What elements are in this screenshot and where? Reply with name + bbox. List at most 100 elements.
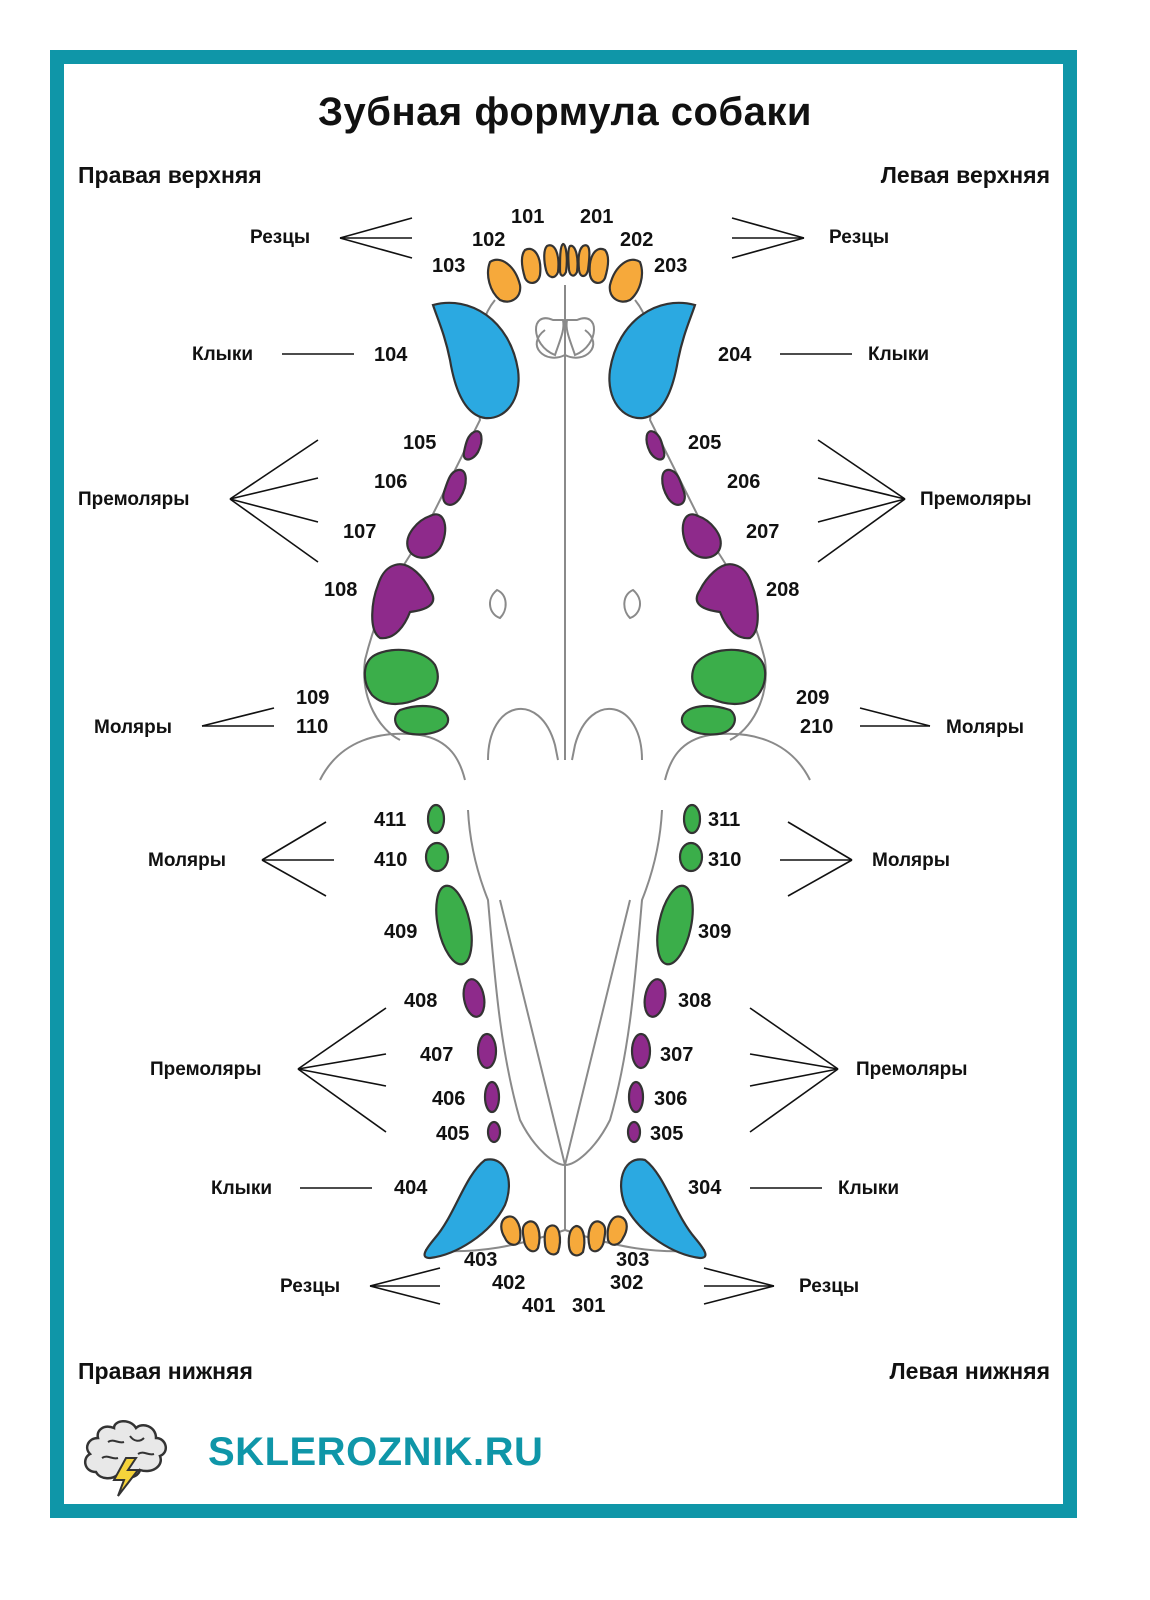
tooth-204 [608,301,697,420]
tooth-309 [656,884,694,966]
num-110: 110 [296,716,328,738]
num-210: 210 [800,716,833,738]
quadrant-lower-right: Правая нижняя [78,1358,253,1384]
label-lower-left-canines: Клыки [838,1178,899,1199]
lower-teeth [423,803,707,1260]
tooth-302 [587,1220,607,1253]
label-upper-left-incisors: Резцы [829,227,889,248]
label-upper-left-premolars: Премоляры [920,489,1032,510]
label-upper-left-canines: Клыки [868,344,929,365]
num-202: 202 [620,229,653,251]
num-404: 404 [394,1177,428,1199]
num-109: 109 [296,687,329,709]
num-302: 302 [610,1272,643,1294]
tooth-407 [476,1032,498,1070]
num-405: 405 [436,1123,469,1145]
tooth-311 [682,803,702,835]
num-311: 311 [708,809,740,831]
num-205: 205 [688,432,721,454]
num-106: 106 [374,471,407,493]
num-401: 401 [522,1295,555,1317]
num-308: 308 [678,990,711,1012]
num-402: 402 [492,1272,525,1294]
label-lower-right-premolars: Премоляры [150,1059,262,1080]
tooth-402 [521,1220,541,1253]
label-lower-right-incisors: Резцы [280,1276,340,1297]
num-208: 208 [766,579,799,601]
num-104: 104 [374,344,408,366]
num-103: 103 [432,255,465,277]
tooth-410 [424,841,450,873]
tooth-403 [500,1215,522,1246]
label-lower-left-incisors: Резцы [799,1276,859,1297]
label-lower-right-molars: Моляры [148,850,226,871]
num-102: 102 [472,229,505,251]
num-307: 307 [660,1044,693,1066]
pointer-lines [201,217,931,1305]
tooth-109 [363,648,439,706]
tooth-110 [394,704,450,736]
num-204: 204 [718,344,752,366]
num-101: 101 [511,206,544,228]
tooth-210 [680,704,736,736]
page-title: Зубная формула собаки [318,90,812,134]
label-upper-right-canines: Клыки [192,344,253,365]
quadrant-lower-left: Левая нижняя [889,1358,1050,1384]
tooth-102 [520,247,542,284]
num-411: 411 [374,809,406,831]
num-207: 207 [746,521,779,543]
num-305: 305 [650,1123,683,1145]
tooth-205 [645,430,666,461]
tooth-404 [423,1158,510,1260]
page-frame [50,50,1077,1518]
lower-jaw-outline [424,809,706,1253]
tooth-406 [483,1080,501,1114]
tooth-401 [543,1224,561,1256]
tooth-207 [681,513,722,559]
num-306: 306 [654,1088,687,1110]
num-108: 108 [324,579,357,601]
tooth-305 [626,1120,642,1144]
num-107: 107 [343,521,376,543]
num-409: 409 [384,921,417,943]
tooth-310 [678,841,704,873]
num-403: 403 [464,1249,497,1271]
num-406: 406 [432,1088,465,1110]
num-304: 304 [688,1177,722,1199]
label-lower-left-molars: Моляры [872,850,950,871]
label-lower-left-premolars: Премоляры [856,1059,968,1080]
tooth-306 [627,1080,645,1114]
tooth-405 [486,1120,502,1144]
tooth-106 [442,468,467,506]
tooth-409 [435,884,473,966]
tooth-208 [695,563,759,640]
tooth-101a [543,244,560,279]
tooth-103 [486,258,522,303]
tooth-203 [608,258,644,303]
num-310: 310 [708,849,741,871]
upper-teeth [363,242,767,736]
num-301: 301 [572,1295,605,1317]
tooth-202 [588,247,610,284]
num-209: 209 [796,687,829,709]
tooth-308 [643,978,667,1018]
quadrant-upper-right: Правая верхняя [78,162,262,188]
label-upper-right-premolars: Премоляры [78,489,190,510]
tooth-105 [462,430,483,461]
tooth-304 [620,1158,707,1260]
quadrant-upper-left: Левая верхняя [880,162,1050,188]
tooth-201 [577,244,591,278]
num-206: 206 [727,471,760,493]
tooth-101b [558,242,568,277]
tooth-408 [462,978,486,1018]
brain-lightning-icon [83,1420,168,1497]
tooth-209 [691,648,767,706]
brand-name: SKLEROZNIK.RU [208,1430,544,1474]
tooth-104 [431,301,520,420]
label-upper-right-molars: Моляры [94,717,172,738]
tooth-201a [567,244,579,277]
tooth-107 [406,513,447,559]
label-lower-right-canines: Клыки [211,1178,272,1199]
num-203: 203 [654,255,687,277]
